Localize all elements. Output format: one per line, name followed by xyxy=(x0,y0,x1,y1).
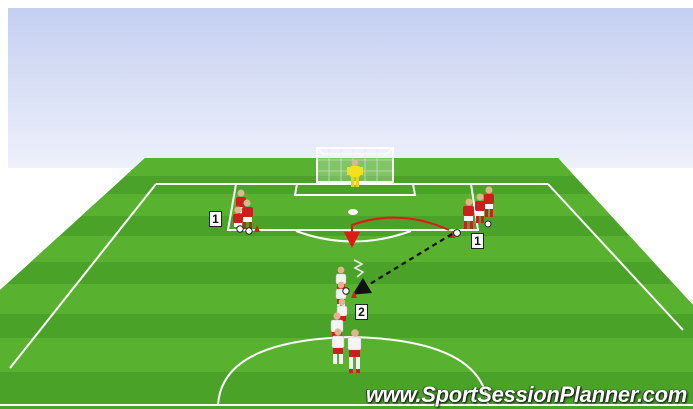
ball xyxy=(246,228,252,234)
ball xyxy=(485,221,491,227)
penalty-spot xyxy=(348,209,358,215)
grass xyxy=(0,150,693,409)
ball xyxy=(237,226,243,232)
group-label-left: 1 xyxy=(209,211,222,227)
group-label-right: 1 xyxy=(471,233,484,249)
ball xyxy=(454,230,461,237)
watermark: www.SportSessionPlanner.com xyxy=(366,382,687,408)
ball xyxy=(343,288,349,294)
sky-background xyxy=(8,8,693,168)
group-label-line: 2 xyxy=(355,304,368,320)
